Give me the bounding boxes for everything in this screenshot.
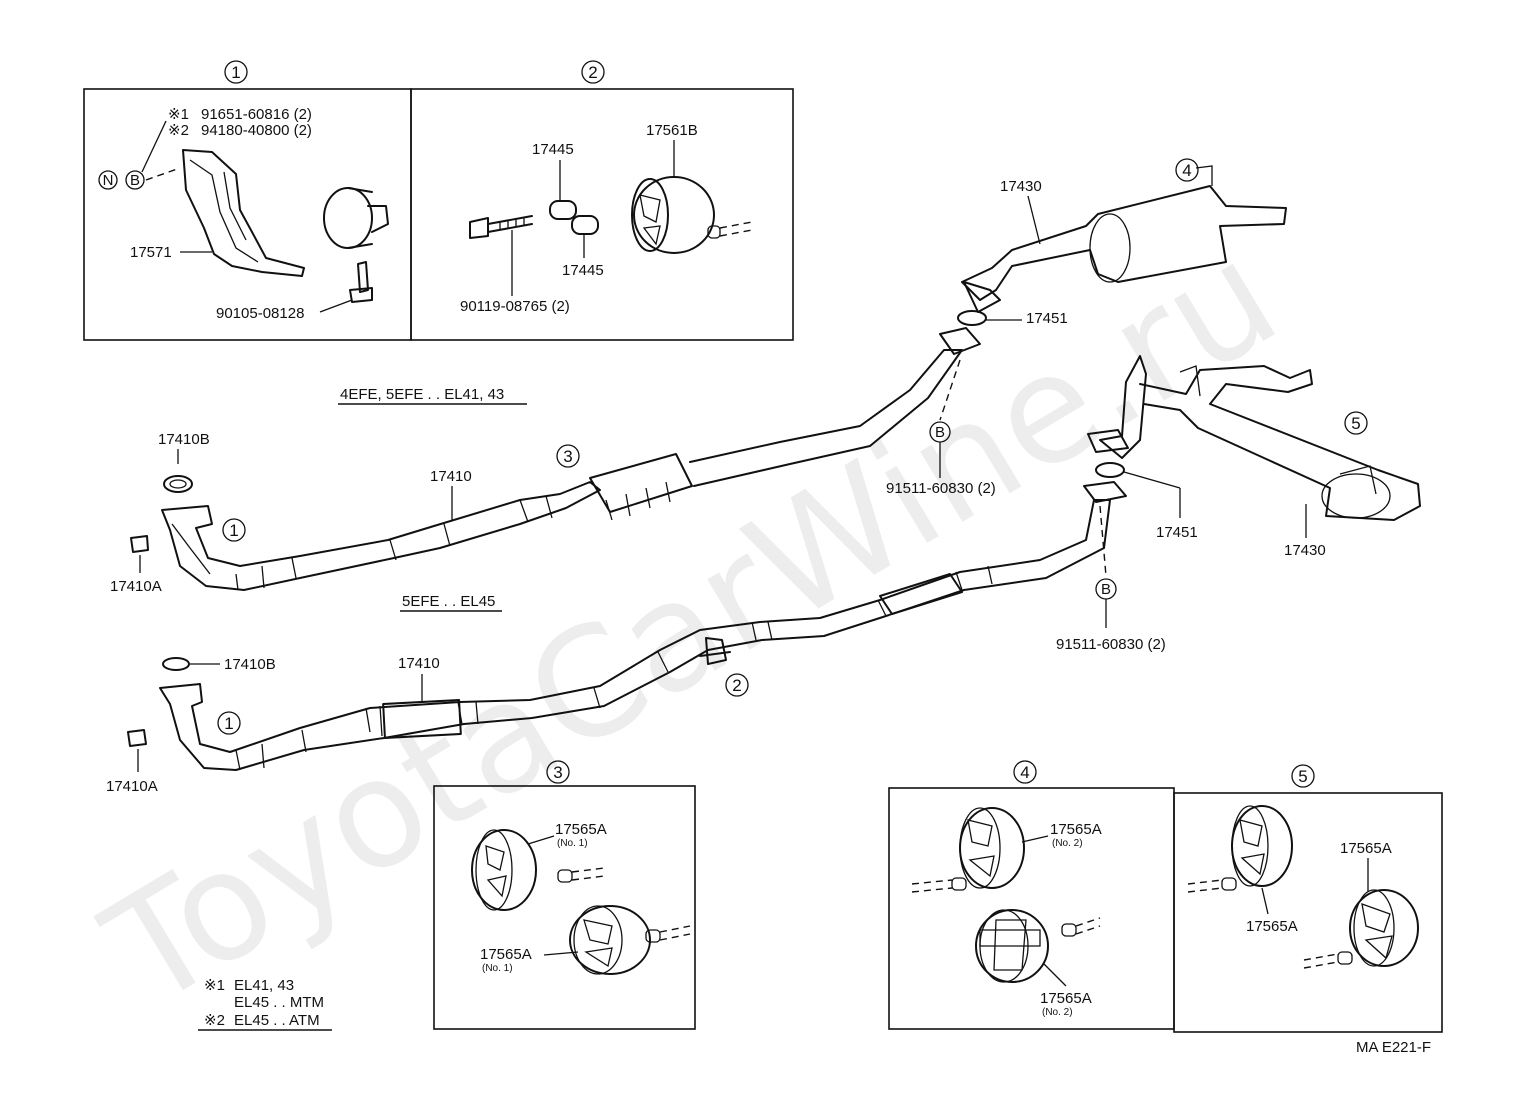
tail-pipe-17430-upper (961, 185, 1287, 301)
label-17565A-box3-b: 17565A (480, 946, 532, 963)
label-17571: 17571 (130, 244, 172, 261)
gasket-17410B-lower (162, 657, 190, 671)
lower-exhaust-system: 5EFE . . EL45 17410B 17410A 1 17410 2 17… (106, 355, 1421, 795)
callout-4-box: 4 (1020, 763, 1029, 782)
diagram-code: MA E221-F (1356, 1039, 1431, 1056)
callout-b-upper: B (935, 424, 945, 441)
note-box4-b: (No. 2) (1042, 1007, 1073, 1018)
nut-17410A-lower (127, 729, 147, 747)
support-17565A-no1-b (569, 905, 651, 975)
note1-mark: ※1 (168, 106, 189, 123)
detail-box-2: 2 17445 17445 90119-08765 (2) 17561B (410, 60, 794, 341)
label-17565A-box3-a: 17565A (555, 821, 607, 838)
callout-5-box: 5 (1298, 767, 1307, 786)
label-17410B-lower: 17410B (224, 656, 276, 673)
bolt-shape-box1 (349, 261, 373, 303)
callout-2-box: 2 (588, 63, 597, 82)
callout-3-upper: 3 (563, 447, 572, 466)
gasket-17451-lower (1095, 462, 1125, 478)
detail-box-3: 3 17565A (No. 1) 17565A (No. 1) (433, 760, 696, 1030)
support-17565A-no2-b (975, 909, 1049, 983)
label-90119-08765: 90119-08765 (2) (460, 298, 570, 315)
callout-1-upper: 1 (229, 521, 238, 540)
front-pipe-17410-upper (161, 481, 601, 591)
support-17565A-box5-b (1349, 889, 1419, 967)
label-17565A-box5-a: 17565A (1246, 918, 1298, 935)
upper-variant-label: 4EFE, 5EFE . . EL41, 43 (340, 386, 504, 403)
upper-exhaust-system: 4EFE, 5EFE . . EL41, 43 17410B 17410A 1 … (110, 158, 1287, 595)
label-17451-lower: 17451 (1156, 524, 1198, 541)
callout-b-box1: B (130, 172, 140, 189)
label-17430-lower: 17430 (1284, 542, 1326, 559)
bolt-shape-box2 (469, 215, 533, 239)
label-17445-top: 17445 (532, 141, 574, 158)
legend-line-3: EL45 . . ATM (234, 1012, 320, 1029)
label-17561B: 17561B (646, 122, 698, 139)
note-box3-b: (No. 1) (482, 963, 513, 974)
legend-line-2: EL45 . . MTM (234, 994, 324, 1011)
callout-4-upper: 4 (1182, 161, 1191, 180)
note2-mark: ※2 (168, 122, 189, 139)
label-17565A-box5-b: 17565A (1340, 840, 1392, 857)
detail-box-4: 4 17565A (No. 2) 17565A (No. 2) (888, 760, 1175, 1030)
label-17410B-upper: 17410B (158, 431, 210, 448)
legend-line-1: EL41, 43 (234, 977, 294, 994)
label-91511-60830-upper: 91511-60830 (2) (886, 480, 996, 497)
tail-pipe-17430-lower (1099, 355, 1421, 521)
lower-variant-label: 5EFE . . EL45 (402, 593, 495, 610)
note-box4-a: (No. 2) (1052, 838, 1083, 849)
nut-17410A-upper (130, 535, 149, 553)
heat-insulator-shape (182, 149, 305, 277)
label-17445-bottom: 17445 (562, 262, 604, 279)
legend: ※1 EL41, 43 EL45 . . MTM ※2 EL45 . . ATM (198, 977, 332, 1031)
note2-part-number: 94180-40800 (2) (201, 122, 312, 139)
box-5-frame (1173, 792, 1443, 1033)
center-pipe-upper (589, 453, 693, 513)
label-17410-upper: 17410 (430, 468, 472, 485)
legend-mark-1: ※1 (204, 977, 225, 994)
callout-1-box: 1 (231, 63, 240, 82)
detail-box-5: 5 17565A 17565A (1173, 764, 1443, 1033)
gasket-17410B-upper (163, 475, 193, 493)
label-17410A-upper: 17410A (110, 578, 162, 595)
callout-2-lower: 2 (732, 676, 741, 695)
bushing-top (549, 200, 577, 220)
label-17565A-box4-a: 17565A (1050, 821, 1102, 838)
label-17565A-box4-b: 17565A (1040, 990, 1092, 1007)
label-17430-upper: 17430 (1000, 178, 1042, 195)
callout-n: N (103, 172, 114, 189)
callout-3-box: 3 (553, 763, 562, 782)
gasket-17451-upper (957, 310, 987, 326)
label-17410A-lower: 17410A (106, 778, 158, 795)
support-17565A-no1-a (471, 829, 537, 911)
callout-b-lower: B (1101, 581, 1111, 598)
note1-part-number: 91651-60816 (2) (201, 106, 312, 123)
box-2-frame (410, 88, 794, 341)
box-4-frame (888, 787, 1175, 1030)
legend-mark-2: ※2 (204, 1012, 225, 1029)
label-91511-60830-lower: 91511-60830 (2) (1056, 636, 1166, 653)
callout-5-lower: 5 (1351, 414, 1360, 433)
support-17565A-box5-a (1231, 805, 1293, 887)
box-3-frame (433, 785, 696, 1030)
label-90105-08128: 90105-08128 (216, 305, 304, 322)
watermark: ToyotaCarWine.ru (78, 209, 1305, 1042)
bushing-bottom (571, 215, 599, 235)
label-17451-upper: 17451 (1026, 310, 1068, 327)
detail-box-1: 1 ※1 91651-60816 (2) ※2 94180-40800 (2) … (83, 60, 412, 341)
note-box3-a: (No. 1) (557, 838, 588, 849)
support-17561B (633, 176, 715, 254)
callout-1-lower: 1 (224, 714, 233, 733)
label-17410-lower: 17410 (398, 655, 440, 672)
clamp-ring (323, 187, 373, 249)
